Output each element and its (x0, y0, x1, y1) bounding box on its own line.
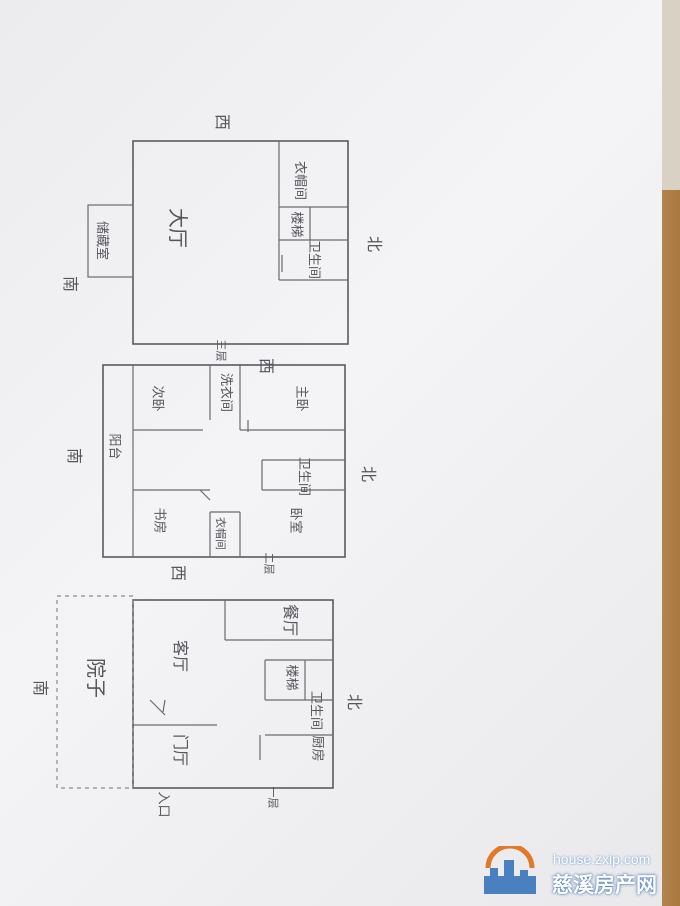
floor2-master-bedroom-label: 主卧 (293, 385, 309, 412)
floor2-laundry-label: 洗衣间 (218, 372, 234, 413)
paper-sheet (0, 0, 662, 906)
floor2-balcony-label: 阳台 (106, 433, 122, 460)
floor1-living-label: 客厅 (171, 639, 191, 673)
watermark-logo-icon (484, 846, 536, 894)
floor3-storage-box (87, 204, 134, 278)
floor1-west-label: 西 (169, 564, 189, 582)
floor3-cloakroom-label: 衣帽间 (292, 160, 308, 201)
floor1-dining-label: 餐厅 (281, 603, 301, 637)
floor1-plan (56, 595, 334, 789)
floor1-stairs-label: 楼梯 (283, 664, 299, 691)
floor3-storage-label: 储藏室 (94, 220, 110, 261)
floor3-floor-label: 三层 (214, 339, 228, 362)
floor2-bedroom-label: 卧室 (287, 507, 303, 534)
floor3-south-label: 南 (61, 275, 81, 293)
floor1-hall-label: 门厅 (171, 733, 191, 767)
floor1-entrance-label: 入口 (155, 791, 171, 818)
watermark-url: house.zxip.com (553, 851, 651, 867)
watermark-name: 慈溪房产网 (552, 874, 657, 897)
floor1-outline (132, 599, 334, 789)
floor2-south-label: 南 (65, 447, 85, 465)
yard-outline (56, 595, 134, 789)
floor1-kitchen-label: 厨房 (309, 735, 325, 762)
floor2-plan (102, 364, 346, 558)
floor3-stairs-label: 楼梯 (288, 211, 304, 238)
floor3-west-label: 西 (213, 113, 233, 131)
floor1-north-label: 北 (345, 693, 365, 711)
floor3-bathroom-label: 卫生间 (306, 239, 322, 280)
floor2-second-bedroom-label: 次卧 (149, 385, 165, 412)
floor3-big-hall-label: 大厅 (166, 208, 190, 248)
floor1-bathroom-label: 卫生间 (308, 690, 324, 731)
floor3-north-label: 北 (365, 235, 385, 253)
floor1-floor-label: 一层 (266, 786, 280, 809)
floor2-outline (102, 364, 346, 558)
floor2-west-label: 西 (257, 357, 277, 375)
floor2-north-label: 北 (359, 465, 379, 483)
floor2-bathroom-label: 卫生间 (296, 456, 312, 497)
floor2-dressing-label: 衣帽间 (214, 517, 227, 550)
floor1-south-label: 南 (31, 679, 51, 697)
floor2-study-label: 书房 (151, 507, 167, 534)
floor1-yard-label: 院子 (84, 658, 108, 698)
floor2-floor-label: 二层 (262, 552, 276, 575)
floor3-plan (87, 140, 349, 345)
